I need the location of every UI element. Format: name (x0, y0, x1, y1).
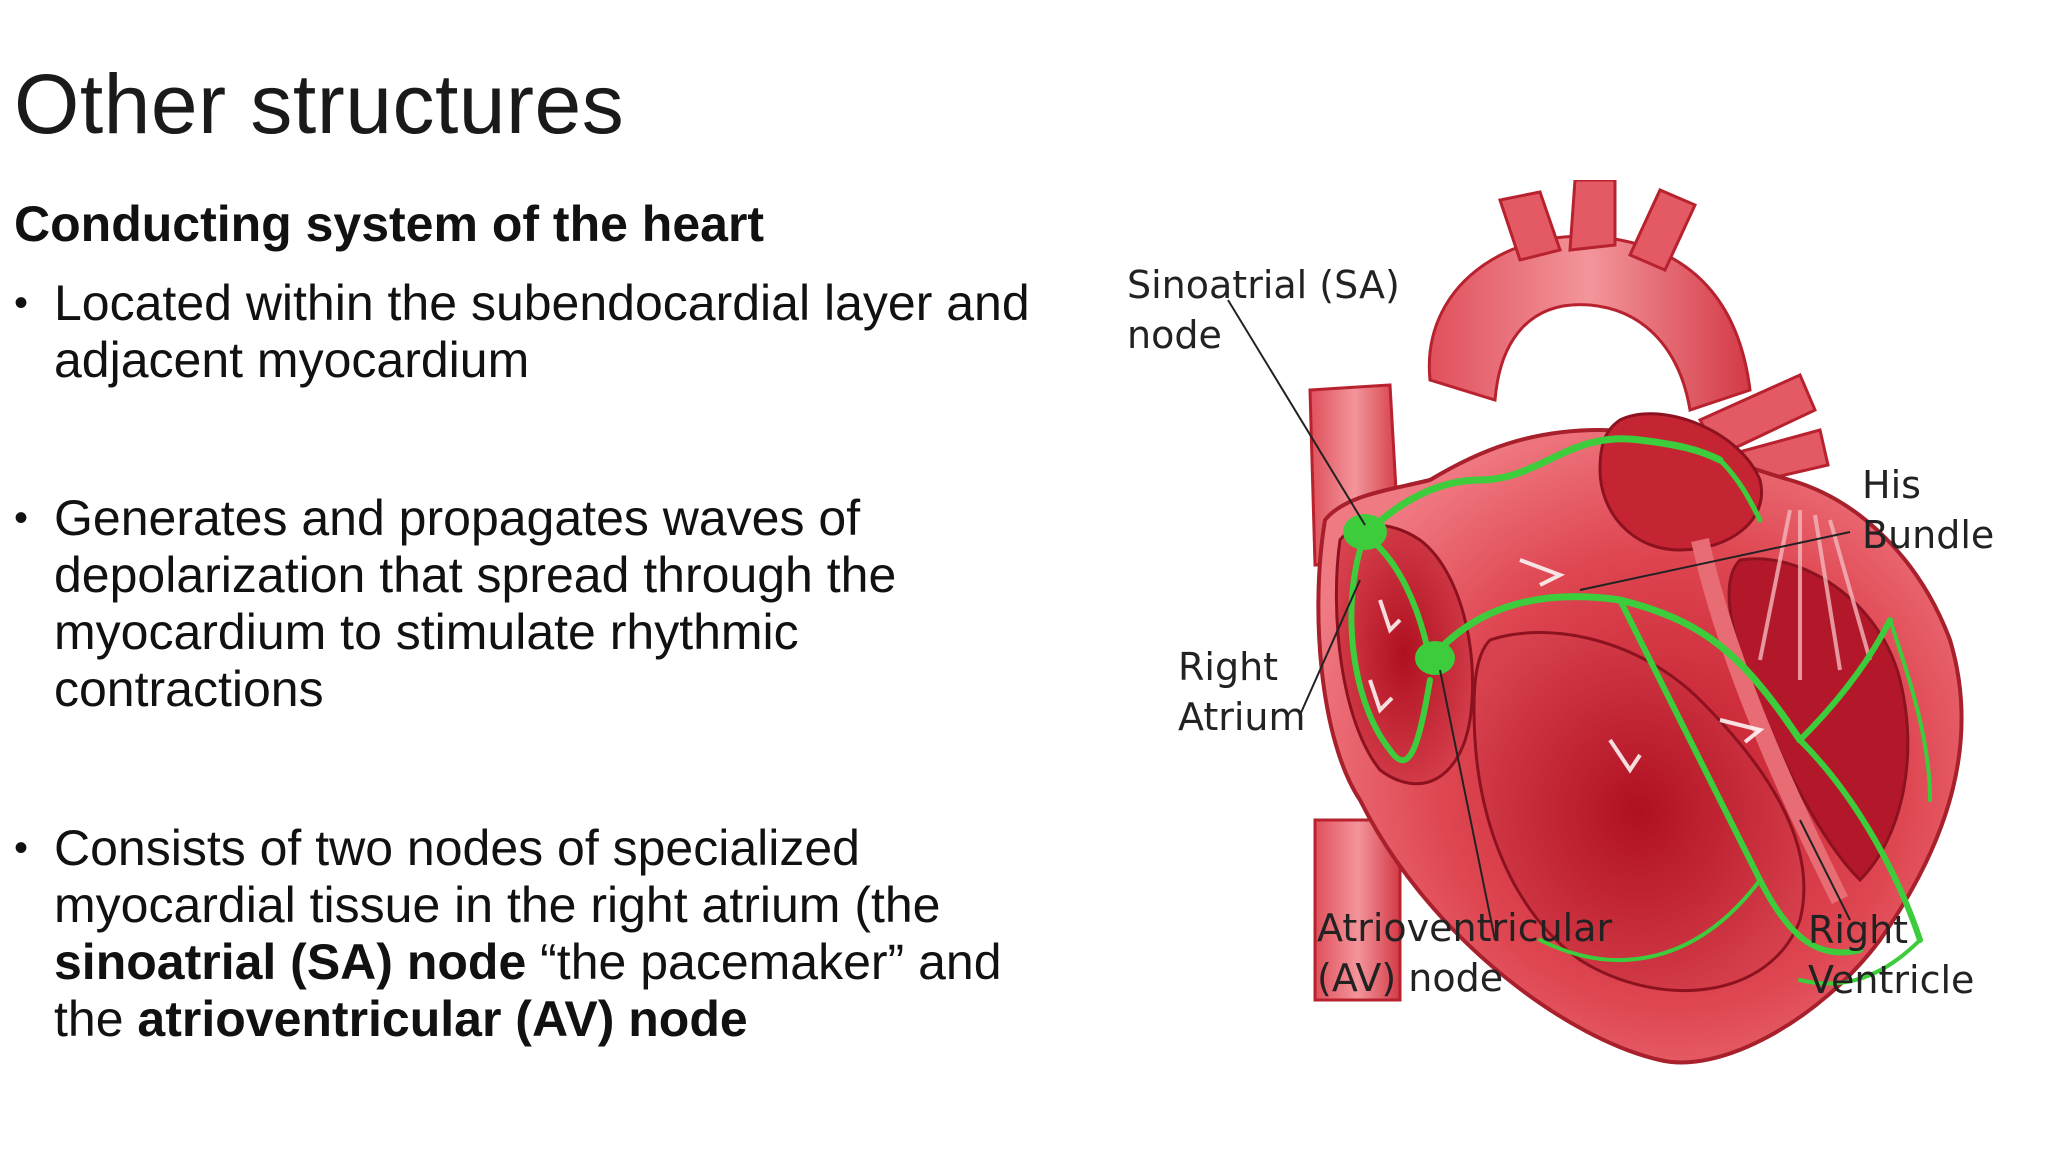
purkinje-fibers (1717, 457, 1763, 523)
label-sa-node: Sinoatrial (SA) node (1127, 260, 1400, 360)
label-right-ventricle: Right Ventricle (1808, 905, 1974, 1005)
bullet-text-part: Consists of two nodes of specialized myo… (54, 820, 941, 933)
right-ventricle-chamber (1472, 631, 1806, 993)
heart-conduction-diagram: Sinoatrial (SA) node His Bundle Right At… (1100, 180, 2048, 1152)
label-line: Atrium (1178, 695, 1306, 739)
purkinje-fibers (1538, 618, 1932, 986)
label-line: Ventricle (1808, 958, 1975, 1002)
bullet-item-location: • Located within the subendocardial laye… (14, 275, 1074, 389)
aorta-arch (1427, 234, 1752, 412)
bullet-text: Consists of two nodes of specialized myo… (54, 820, 1074, 1048)
flow-arrow-icon (1519, 558, 1565, 587)
right-bundle-branch (1617, 597, 1863, 956)
bullet-item-nodes: • Consists of two nodes of specialized m… (14, 820, 1074, 1048)
bullet-item-function: • Generates and propagates waves of depo… (14, 490, 1074, 718)
bullet-text: Located within the subendocardial layer … (54, 275, 1030, 388)
valve-leaflets (1758, 509, 1872, 680)
label-his-bundle: His Bundle (1862, 460, 1994, 560)
leader-line (1439, 669, 1496, 941)
section-heading: Conducting system of the heart (14, 196, 765, 252)
aorta-branch-3 (1627, 188, 1698, 272)
label-line: (AV) node (1317, 956, 1504, 1000)
flow-arrow-icon (1378, 599, 1402, 634)
flow-arrow-icon (1368, 679, 1394, 714)
flow-arrow-icon (1608, 738, 1642, 774)
sa-node-marker (1343, 514, 1387, 550)
leader-line (1799, 819, 1851, 921)
bullet-dot-icon: • (14, 281, 29, 325)
left-bundle-branch (1797, 617, 1923, 943)
bullet-text: Generates and propagates waves of depola… (54, 490, 897, 717)
av-node-term: atrioventricular (AV) node (137, 991, 748, 1047)
leader-line (1227, 299, 1366, 526)
aorta-branch-1 (1498, 190, 1562, 262)
flow-arrow-icon (1719, 718, 1765, 744)
label-line: Bundle (1862, 513, 1995, 557)
sa-node-term: sinoatrial (SA) node (54, 934, 527, 990)
label-line: His (1862, 463, 1921, 507)
aorta-branch-2 (1568, 180, 1617, 252)
internodal-pathway (1361, 435, 1724, 539)
label-av-node: Atrioventricular (AV) node (1317, 903, 1612, 1003)
label-line: node (1127, 313, 1222, 357)
bullet-dot-icon: • (14, 826, 29, 870)
bullet-dot-icon: • (14, 496, 29, 540)
label-right-atrium: Right Atrium (1178, 642, 1306, 742)
label-line: Right (1808, 908, 1909, 952)
heart-illustration (1227, 180, 1964, 1065)
label-line: Atrioventricular (1317, 906, 1613, 950)
bullet-text-part: “the pacemaker” and the (54, 934, 1002, 1047)
slide-title: Other structures (14, 57, 625, 151)
leader-line (1299, 579, 1361, 716)
label-line: Right (1178, 645, 1279, 689)
av-node-marker (1415, 641, 1455, 675)
internodal-pathway (1348, 532, 1433, 764)
label-line: Sinoatrial (SA) (1127, 263, 1400, 307)
leader-line (1579, 531, 1851, 591)
